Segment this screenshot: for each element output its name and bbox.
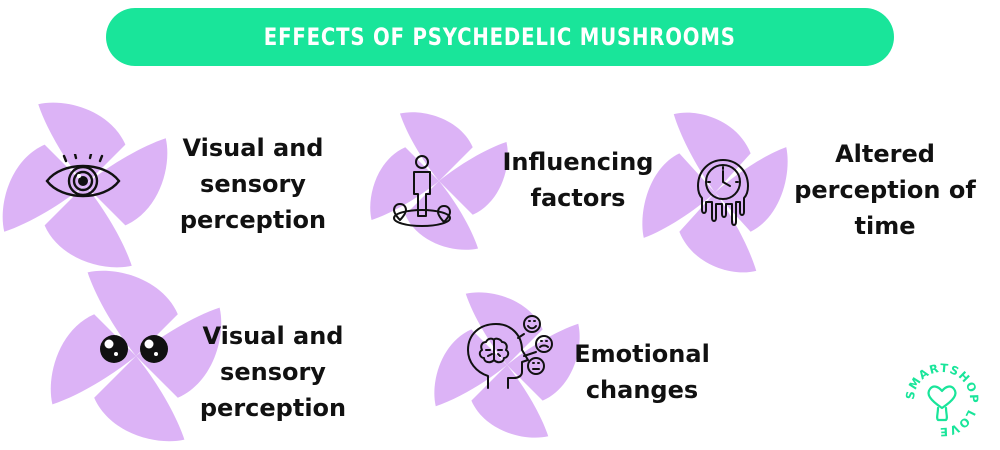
effect-label: Visual and sensory perception [199,322,347,422]
melting-clock-icon [697,159,749,226]
cartoon-eyes-icon [100,335,168,363]
pinwheel-shape [2,102,168,268]
person-location-icon [393,155,451,227]
effect-label: Visual and sensory perception [179,134,327,234]
page-title: EFFECTS OF PSYCHEDELIC MUSHROOMS [264,23,736,51]
pinwheel-shape [642,112,788,273]
effect-label: Influencing factors [502,148,654,212]
effect-card-time: Altered perception of time [640,110,985,280]
effect-label: Emotional changes [574,340,710,404]
smartshop-love-logo: SMARTSHOP LOVE [903,361,981,439]
effect-label: Altered perception of time [794,140,976,240]
mushroom-heart-icon [927,385,957,422]
eye-icon [45,154,121,198]
effect-card-emotional: Emotional changes [432,290,722,445]
svg-text:SMARTSHOP LOVE: SMARTSHOP LOVE [903,361,981,439]
pinwheel-shape [370,112,508,250]
effect-card-visual-2: Visual and sensory perception [48,268,368,448]
effect-card-influencing: Influencing factors [368,110,668,270]
head-emotions-icon [467,315,553,389]
pinwheel-shape [434,292,580,438]
pinwheel-shape [50,270,222,442]
effect-card-visual-1: Visual and sensory perception [0,100,340,270]
title-banner: EFFECTS OF PSYCHEDELIC MUSHROOMS [106,8,894,66]
